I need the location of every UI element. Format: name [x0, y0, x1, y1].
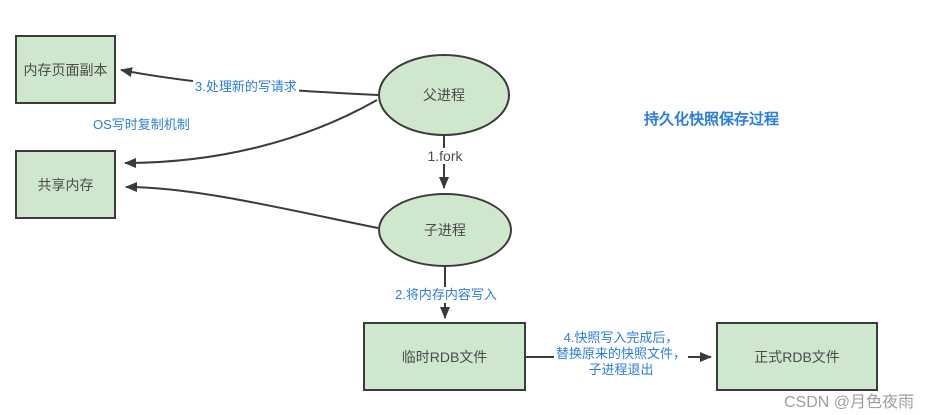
- node-shared-memory-label: 共享内存: [37, 176, 94, 193]
- label-step4-replace-snapshot: 4.快照写入完成后， 替换原来的快照文件， 子进程退出: [545, 330, 697, 378]
- label-step4-line3: 子进程退出: [586, 362, 656, 378]
- label-step1-fork: 1.fork: [414, 148, 476, 164]
- node-child-process-label: 子进程: [424, 222, 466, 238]
- label-step3-text: 3.处理新的写请求: [193, 79, 299, 95]
- watermark: CSDN @月色夜雨: [784, 394, 915, 411]
- node-memory-page-copy-label: 内存页面副本: [23, 61, 108, 78]
- node-official-rdb-file: 正式RDB文件: [716, 322, 878, 391]
- node-temp-rdb-file-label: 临时RDB文件: [401, 348, 488, 365]
- label-step3-handle-writes: 3.处理新的写请求: [193, 79, 299, 95]
- label-step2-text: 2.将内存内容写入: [393, 287, 499, 303]
- label-copy-on-write-text: OS写时复制机制: [93, 117, 190, 132]
- node-parent-process-label: 父进程: [423, 87, 465, 103]
- arrow-parent-to-shared-memory: [124, 99, 378, 168]
- label-step4-line2: 替换原来的快照文件，: [553, 346, 688, 362]
- label-copy-on-write: OS写时复制机制: [93, 117, 190, 133]
- label-step4-line1: 4.快照写入完成后，: [561, 330, 681, 346]
- node-parent-process: 父进程: [378, 54, 510, 136]
- node-shared-memory: 共享内存: [15, 150, 116, 219]
- diagram-title: 持久化快照保存过程: [644, 111, 780, 128]
- label-step2-write-memory: 2.将内存内容写入: [386, 287, 506, 303]
- node-official-rdb-file-label: 正式RDB文件: [754, 348, 840, 365]
- node-child-process: 子进程: [378, 193, 512, 267]
- label-step1-text: 1.fork: [425, 148, 465, 164]
- arrow-child-to-shared-memory: [125, 182, 379, 229]
- node-memory-page-copy: 内存页面副本: [15, 35, 116, 104]
- node-temp-rdb-file: 临时RDB文件: [363, 322, 526, 391]
